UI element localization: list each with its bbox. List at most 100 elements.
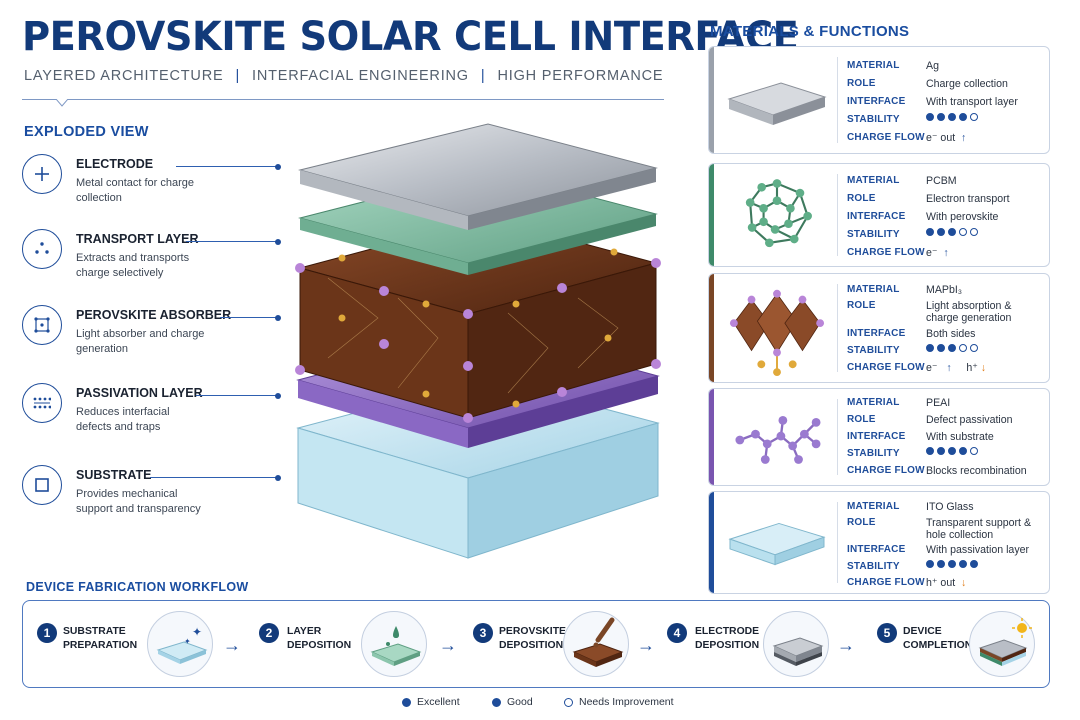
role-value: Electron transport — [926, 193, 1010, 205]
electrode-deposition-icon — [763, 611, 829, 677]
layer-name: TRANSPORT LAYER — [76, 232, 199, 246]
stability-rating — [926, 228, 978, 236]
leader-line — [220, 313, 281, 323]
exploded-view-title: EXPLODED VIEW — [24, 124, 149, 140]
arrow-up-icon: ↑ — [946, 362, 952, 374]
card-accent — [709, 492, 714, 593]
empty-dot-icon — [970, 228, 978, 236]
material-value: ITO Glass — [926, 501, 974, 513]
filled-dot-icon — [937, 228, 945, 236]
legend-excellent: Excellent — [402, 696, 460, 708]
empty-dot-icon — [970, 447, 978, 455]
interface-value: With substrate — [926, 431, 994, 443]
arrow-down-icon: ↓ — [961, 577, 967, 589]
filled-dot-icon — [959, 447, 967, 455]
stability-rating — [926, 447, 978, 455]
perovskite-deposition-icon — [563, 611, 629, 677]
octahedra-crystal-icon — [729, 289, 825, 377]
layer-label-electrode: ELECTRODE Metal contact for charge colle… — [22, 154, 282, 214]
charge-flow-value: Blocks recombination — [926, 465, 1027, 477]
stability-rating — [926, 344, 978, 352]
leader-line — [186, 237, 281, 247]
card-accent — [709, 274, 714, 382]
filled-dot-icon — [926, 344, 934, 352]
legend-needs-improvement: Needs Improvement — [564, 696, 674, 708]
filled-dot-icon — [402, 697, 411, 707]
step-number: 2 — [259, 623, 279, 643]
exploded-stack-illustration — [295, 123, 661, 559]
layer-desc: Provides mechanical support and transpar… — [76, 488, 201, 515]
layer-label-perovskite: PEROVSKITE ABSORBER Light absorber and c… — [22, 305, 282, 365]
arrow-up-icon: ↑ — [961, 132, 967, 144]
subtitle: LAYERED ARCHITECTURE | INTERFACIAL ENGIN… — [24, 68, 663, 84]
peai-molecule-icon — [735, 416, 821, 464]
layer-deposition-icon — [361, 611, 427, 677]
layer-desc: Extracts and transports charge selective… — [76, 252, 190, 279]
svg-text:✦: ✦ — [184, 637, 191, 646]
empty-dot-icon — [564, 697, 573, 707]
filled-dot-icon — [970, 560, 978, 568]
interface-value: With passivation layer — [926, 544, 1030, 556]
arrow-up-icon: ↑ — [943, 247, 949, 259]
materials-title: MATERIALS & FUNCTIONS — [710, 23, 910, 40]
charge-flow-value: e⁻ ↑ — [926, 247, 949, 259]
layer-desc: Metal contact for charge collection — [76, 177, 195, 204]
filled-dot-icon — [926, 560, 934, 568]
filled-dot-icon — [937, 113, 945, 121]
arrow-right-icon: → — [637, 635, 655, 655]
arrow-right-icon: → — [837, 635, 855, 655]
subtitle-item-2: INTERFACIAL ENGINEERING — [252, 68, 469, 84]
filled-dot-icon — [926, 447, 934, 455]
layer-label-transport: TRANSPORT LAYER Extracts and transports … — [22, 229, 282, 289]
filled-dot-icon — [492, 697, 501, 707]
role-value: Transparent support & hole collection — [926, 517, 1032, 541]
stability-rating — [926, 113, 978, 121]
card-accent — [709, 389, 714, 485]
step-number: 4 — [667, 623, 687, 643]
leader-line — [150, 473, 281, 483]
interface-value: Both sides — [926, 328, 976, 340]
substrate-prep-icon: ✦✦ — [147, 611, 213, 677]
layer-label-passivation: PASSIVATION LAYER Reduces interfacial de… — [22, 383, 282, 443]
stability-rating — [926, 560, 978, 568]
plus-icon — [22, 154, 62, 194]
material-value: Ag — [926, 60, 939, 72]
device-completion-icon — [969, 611, 1035, 677]
dots-icon — [22, 229, 62, 269]
subtitle-separator: | — [480, 68, 486, 84]
layer-name: PEROVSKITE ABSORBER — [76, 308, 232, 322]
subtitle-item-3: HIGH PERFORMANCE — [497, 68, 664, 84]
layer-name: ELECTRODE — [76, 157, 154, 171]
step-number: 3 — [473, 623, 493, 643]
arrow-right-icon: → — [223, 635, 241, 655]
filled-dot-icon — [948, 560, 956, 568]
fullerene-molecule-icon — [745, 179, 812, 248]
filled-dot-icon — [959, 560, 967, 568]
arrow-right-icon: → — [439, 635, 457, 655]
charge-flow-value: h⁺ out ↓ — [926, 577, 967, 589]
filled-dot-icon — [948, 447, 956, 455]
square-icon — [22, 465, 62, 505]
glass-plate-icon — [728, 522, 826, 566]
subtitle-separator: | — [235, 68, 241, 84]
charge-flow-value: e⁻ out ↑ — [926, 132, 967, 144]
filled-dot-icon — [948, 113, 956, 121]
interface-value: With transport layer — [926, 96, 1018, 108]
filled-dot-icon — [937, 560, 945, 568]
role-value: Charge collection — [926, 78, 1008, 90]
workflow-title: DEVICE FABRICATION WORKFLOW — [26, 580, 249, 594]
material-value: PEAI — [926, 397, 951, 409]
silver-plate-icon — [727, 82, 827, 125]
page-title: PEROVSKITE SOLAR CELL INTERFACE — [22, 14, 799, 60]
filled-dot-icon — [948, 344, 956, 352]
